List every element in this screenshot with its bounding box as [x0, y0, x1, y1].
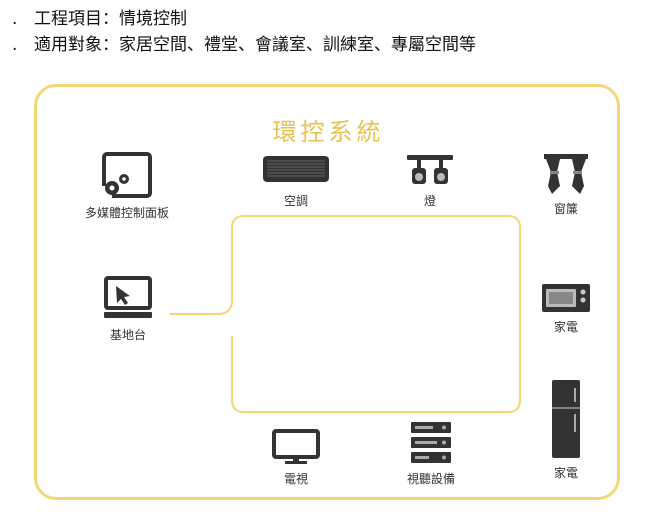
curtain-icon — [544, 154, 588, 194]
air-conditioner-icon — [263, 156, 329, 182]
header: . 工程項目：情境控制 . 適用對象：家居空間、禮堂、會議室、訓練室、專屬空間等 — [12, 6, 476, 58]
computer-icon — [104, 276, 152, 318]
multimedia-panel-label: 多媒體控制面板 — [84, 206, 169, 220]
av-equipment-node: 視聽設備 — [396, 420, 466, 487]
air-conditioner-label: 空調 — [283, 194, 308, 208]
tv-label: 電視 — [283, 472, 308, 486]
appliance-fridge-label: 家電 — [553, 466, 578, 480]
bullet: . — [12, 35, 18, 55]
air-conditioner-node: 空調 — [258, 152, 334, 209]
appliance-fridge-node: 家電 — [540, 378, 592, 481]
connector-upper — [170, 215, 521, 413]
av-equipment-label: 視聽設備 — [406, 472, 455, 486]
applicable-text: 適用對象：家居空間、禮堂、會議室、訓練室、專屬空間等 — [34, 35, 476, 55]
applicable-line: . 適用對象：家居空間、禮堂、會議室、訓練室、專屬空間等 — [12, 32, 476, 58]
diagram-title: 環控系統 — [272, 118, 385, 146]
control-panel-icon — [102, 152, 152, 198]
av-equipment-icon — [411, 422, 451, 463]
microwave-icon — [542, 284, 590, 312]
project-line: . 工程項目：情境控制 — [12, 6, 476, 32]
system-frame — [34, 84, 620, 500]
multimedia-panel-node: 多媒體控制面板 — [74, 152, 180, 221]
refrigerator-icon — [552, 380, 580, 458]
lights-label: 燈 — [423, 194, 436, 208]
appliance-microwave-node: 家電 — [536, 282, 596, 335]
spotlight-icon — [407, 155, 453, 184]
bullet: . — [12, 9, 18, 29]
tv-node: 電視 — [266, 428, 326, 487]
base-station-node: 基地台 — [96, 276, 160, 343]
curtains-label: 窗簾 — [553, 202, 578, 216]
lights-node: 燈 — [400, 152, 460, 209]
curtains-node: 窗簾 — [538, 152, 594, 217]
project-text: 工程項目：情境控制 — [34, 9, 187, 29]
base-station-label: 基地台 — [109, 328, 146, 342]
tv-icon — [272, 429, 320, 464]
appliance-microwave-label: 家電 — [553, 320, 578, 334]
